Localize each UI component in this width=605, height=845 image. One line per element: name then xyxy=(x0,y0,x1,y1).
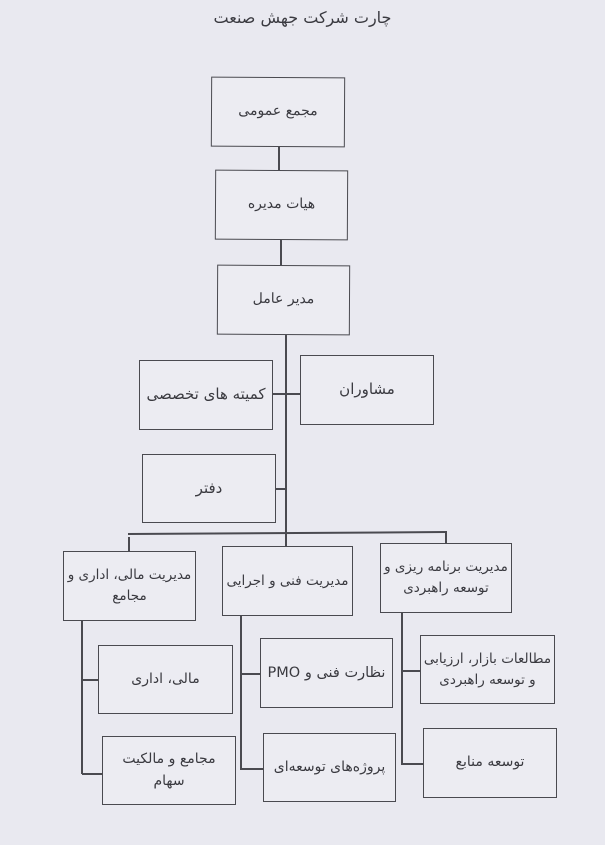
chart-title: چارت شرکت جهش صنعت xyxy=(213,8,392,27)
connector-finance-mgmt xyxy=(128,537,130,551)
connector-resource-dev xyxy=(401,763,424,765)
connector-market-studies xyxy=(401,670,421,672)
box-finance-admin: مالی، اداری xyxy=(98,645,233,714)
box-committees: کمیته های تخصصی xyxy=(139,360,273,430)
tech-spine xyxy=(240,616,242,769)
planning-spine xyxy=(401,612,403,764)
connector-committees-advisors xyxy=(273,393,300,395)
box-dev-projects: پروژه‌های توسعه‌ای xyxy=(263,733,396,802)
box-tech-pmo: نظارت فنی و PMO xyxy=(260,638,393,708)
box-resource-dev: توسعه منابع xyxy=(423,728,557,798)
box-tech-mgmt: مدیریت فنی و اجرایی xyxy=(222,546,353,616)
connector-planning-mgmt xyxy=(445,531,447,543)
connector-office xyxy=(275,488,286,490)
box-assemblies-shares: مجامع و مالکیت سهام xyxy=(102,736,236,805)
box-advisors: مشاوران xyxy=(300,355,434,425)
finance-spine xyxy=(81,620,83,774)
division-bus xyxy=(127,531,446,535)
connector-finance-admin xyxy=(81,679,99,681)
box-general-assembly: مجمع عمومی xyxy=(210,76,346,148)
box-ceo: مدیر عامل xyxy=(216,264,351,336)
connector-tech-pmo xyxy=(240,673,261,675)
connector-assemblies-shares xyxy=(82,773,103,775)
ceo-trunk xyxy=(285,334,287,546)
box-board: هیات مدیره xyxy=(214,169,349,241)
box-planning-mgmt: مدیریت برنامه ریزی و توسعه راهبردی xyxy=(380,543,512,613)
connector-dev-projects xyxy=(240,768,264,770)
connector-board-ceo xyxy=(280,240,282,265)
connector-assembly-board xyxy=(278,146,280,170)
box-finance-mgmt: مدیریت مالی، اداری و مجامع xyxy=(63,551,196,621)
box-office: دفتر xyxy=(142,454,276,523)
box-market-studies: مطالعات بازار، ارزیابی و توسعه راهبردی xyxy=(420,635,555,704)
